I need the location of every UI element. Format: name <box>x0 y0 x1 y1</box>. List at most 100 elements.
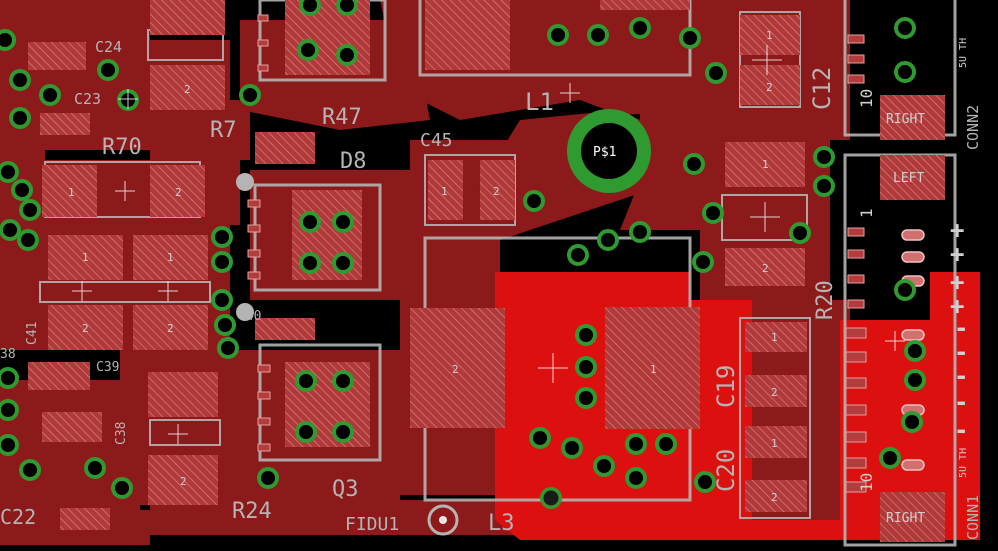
via <box>523 190 545 212</box>
label-q3: Q3 <box>332 477 359 502</box>
via <box>593 455 615 477</box>
via <box>694 471 716 493</box>
svg-text:1: 1 <box>766 29 773 42</box>
c22-small <box>60 508 110 530</box>
r20-pad-1 <box>725 248 805 286</box>
q3-left-pad-2 <box>148 455 218 505</box>
via <box>904 340 926 362</box>
svg-text:1: 1 <box>441 185 448 198</box>
via <box>813 146 835 168</box>
c12-pad-2 <box>740 65 800 105</box>
via <box>597 229 619 251</box>
svg-text:2: 2 <box>493 185 500 198</box>
label-ps1: P$1 <box>593 145 616 160</box>
via <box>567 244 589 266</box>
label-c45: C45 <box>420 130 453 151</box>
l1-pad-right <box>600 0 690 10</box>
c45-pad-1 <box>428 160 463 220</box>
c24-pad-bottom <box>150 65 225 110</box>
svg-text:2: 2 <box>82 322 89 335</box>
designator-labels: C24 C23 R70 R7 R47 C45 D8 L1 P$1 C12 CON… <box>0 38 982 540</box>
svg-text:1: 1 <box>762 158 769 171</box>
via <box>0 399 19 421</box>
left-pair-pad-1 <box>48 235 123 280</box>
svg-text:+: + <box>950 292 964 320</box>
inductor-big-pad <box>605 307 700 429</box>
via <box>705 62 727 84</box>
label-c38-left: 38 <box>0 347 16 362</box>
label-c12: C12 <box>808 67 836 110</box>
svg-text:1: 1 <box>650 363 657 376</box>
label-c24: C24 <box>95 38 122 56</box>
via <box>297 39 319 61</box>
via <box>11 179 33 201</box>
c19-pad-2 <box>745 375 807 407</box>
via <box>239 84 261 106</box>
conn2-right-pad <box>880 95 945 140</box>
c24-small <box>28 42 86 70</box>
pads <box>42 0 945 542</box>
label-c40: C40 <box>238 309 261 324</box>
svg-text:1: 1 <box>167 251 174 264</box>
via <box>587 24 609 46</box>
via <box>813 175 835 197</box>
left-pair-pad-3 <box>48 305 123 350</box>
svg-text:2: 2 <box>184 83 191 96</box>
label-r7: R7 <box>210 118 237 143</box>
via <box>692 251 714 273</box>
label-r24: R24 <box>232 499 272 524</box>
via <box>629 221 651 243</box>
via <box>295 370 317 392</box>
via <box>683 153 705 175</box>
label-fidu1: FIDU1 <box>345 514 399 535</box>
label-c22: C22 <box>0 505 36 529</box>
via <box>904 369 926 391</box>
label-conn1: CONN1 <box>964 495 982 540</box>
via <box>561 437 583 459</box>
svg-text:2: 2 <box>167 322 174 335</box>
via <box>332 370 354 392</box>
via <box>211 251 233 273</box>
via <box>257 467 279 489</box>
via <box>894 279 916 301</box>
via <box>336 0 358 16</box>
via <box>39 84 61 106</box>
label-right-bottom: RIGHT <box>886 511 925 526</box>
polarity-marks: + + + + - - - - - <box>950 216 968 444</box>
c38-small <box>42 412 102 442</box>
via <box>0 219 21 241</box>
r47-ic-pad <box>285 0 370 75</box>
via <box>9 69 31 91</box>
label-r70: R70 <box>102 135 142 160</box>
l1-pad-left <box>425 0 510 70</box>
via <box>19 459 41 481</box>
via <box>629 17 651 39</box>
c38-outline <box>149 419 221 446</box>
label-c19: C19 <box>712 365 740 408</box>
c20-pad-2 <box>745 480 807 512</box>
left-pair-pad-4 <box>133 305 208 350</box>
c20-pad-1 <box>745 426 807 458</box>
label-pin10-bottom: 10 <box>857 473 876 492</box>
conn1-left-pad <box>880 155 945 200</box>
via <box>9 107 31 129</box>
svg-text:1: 1 <box>68 186 75 199</box>
d8-outline <box>253 183 382 292</box>
c12-outline <box>739 11 801 108</box>
c39-small <box>28 362 90 390</box>
via <box>17 229 39 251</box>
via <box>702 202 724 224</box>
svg-text:+: + <box>950 216 964 244</box>
c12-pad-1 <box>740 15 800 55</box>
via <box>299 0 321 16</box>
label-left: LEFT <box>893 171 924 186</box>
via <box>295 421 317 443</box>
c19-pad-1 <box>745 322 807 352</box>
label-right-top: RIGHT <box>886 112 925 127</box>
left-pair-outline <box>39 281 211 303</box>
via <box>332 211 354 233</box>
via <box>214 314 236 336</box>
via <box>789 222 811 244</box>
svg-text:-: - <box>954 338 968 366</box>
